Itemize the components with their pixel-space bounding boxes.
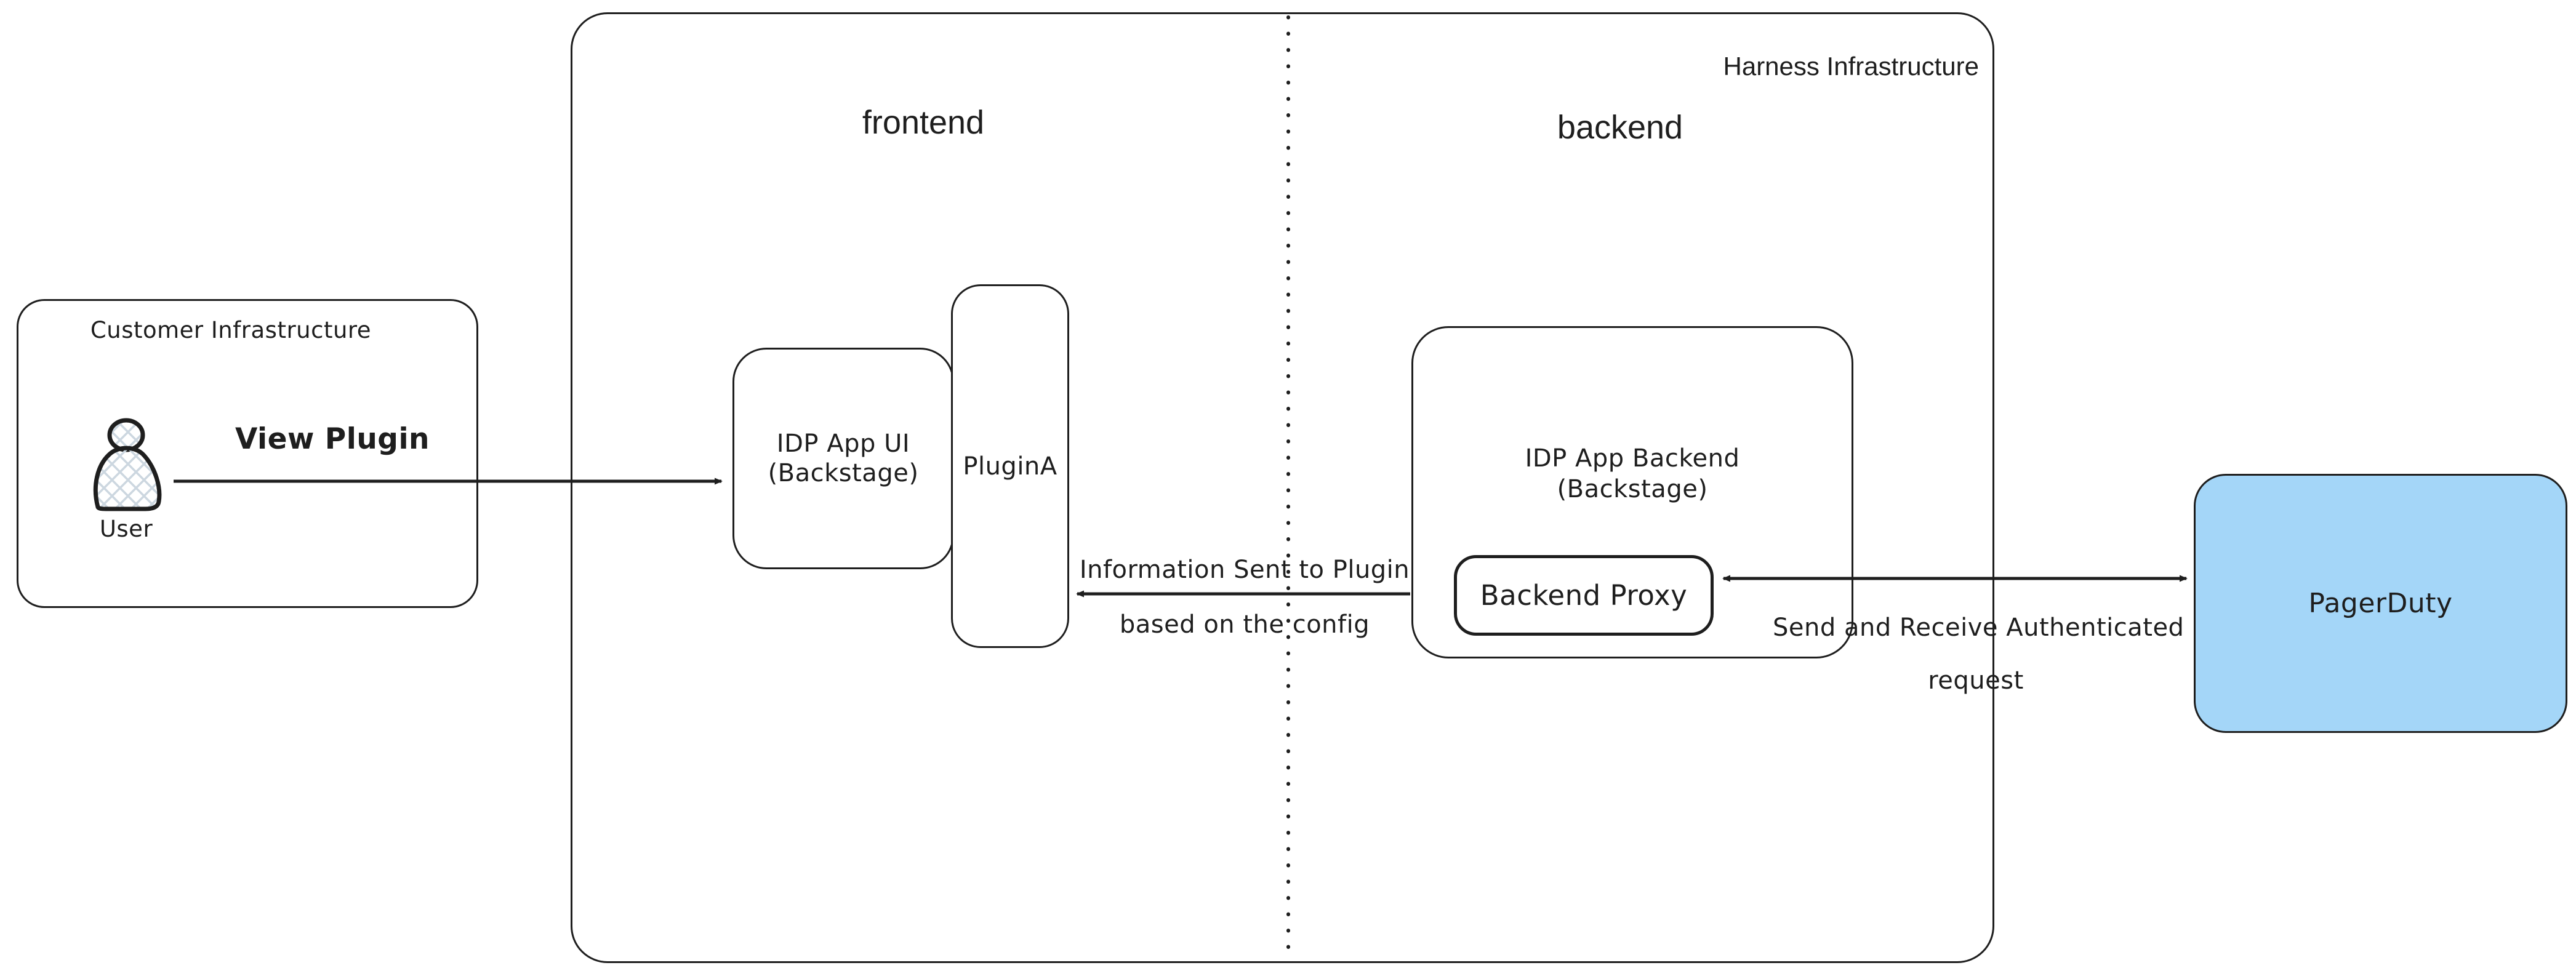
backend-proxy-node: Backend Proxy [1454, 555, 1714, 636]
idp-app-backend-label-line2: (Backstage) [1557, 475, 1708, 503]
info-sent-edge-label-line2: based on the config [1119, 610, 1370, 639]
harness-infrastructure-box [571, 12, 1994, 963]
send-receive-edge-label-line2: request [1928, 666, 2024, 695]
plugin-a-node: PluginA [951, 284, 1069, 648]
view-plugin-edge-label: View Plugin [235, 422, 430, 456]
idp-app-backend-label-line1: IDP App Backend [1525, 444, 1740, 473]
info-sent-edge-label-line1: Information Sent to Plugin [1079, 556, 1410, 584]
idp-app-ui-label-line2: (Backstage) [768, 459, 919, 487]
user-label: User [99, 516, 153, 542]
customer-infrastructure-title: Customer Infrastructure [90, 317, 372, 343]
backend-proxy-label: Backend Proxy [1480, 579, 1688, 612]
frontend-section-title: frontend [862, 104, 985, 141]
plugin-a-label: PluginA [963, 452, 1057, 481]
idp-app-ui-node: IDP App UI (Backstage) [732, 348, 954, 569]
backend-section-title: backend [1557, 109, 1683, 146]
idp-app-ui-label-line1: IDP App UI [776, 430, 910, 458]
send-receive-edge-label-line1: Send and Receive Authenticated [1773, 614, 2185, 642]
pagerduty-node: PagerDuty [2194, 474, 2567, 733]
pagerduty-label: PagerDuty [2308, 588, 2453, 619]
harness-infrastructure-title: Harness Infrastructure [1723, 52, 1980, 81]
